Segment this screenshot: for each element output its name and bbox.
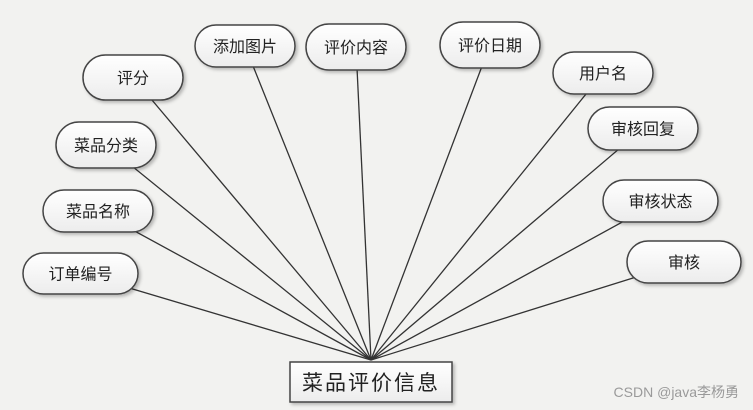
entity-box: 菜品评价信息 — [289, 361, 453, 403]
attribute-node: 评价内容 — [305, 23, 407, 71]
attribute-label: 菜品分类 — [74, 136, 138, 155]
attribute-label: 审核回复 — [611, 120, 675, 139]
attribute-ellipse — [22, 252, 139, 295]
attribute-ellipse — [602, 179, 719, 223]
watermark: CSDN @java李杨勇 — [613, 384, 739, 400]
connector-line — [105, 144, 372, 361]
attribute-ellipse — [552, 51, 654, 95]
attribute-label: 评分 — [117, 69, 149, 88]
attribute-ellipse — [305, 23, 407, 71]
attribute-ellipse — [439, 21, 541, 69]
attribute-label: 添加图片 — [213, 37, 277, 56]
attribute-node: 订单编号 — [22, 252, 139, 295]
attribute-label: 审核状态 — [628, 192, 692, 211]
attribute-node: 评价日期 — [439, 21, 541, 69]
attribute-node: 菜品分类 — [55, 121, 157, 169]
attribute-node: 评分 — [82, 54, 184, 101]
attribute-ellipse — [626, 240, 742, 284]
connector-line — [97, 210, 372, 361]
attribute-label: 评价内容 — [324, 38, 388, 57]
attribute-ellipse — [587, 106, 699, 151]
attribute-label: 评价日期 — [458, 36, 522, 55]
attribute-node: 审核状态 — [602, 179, 719, 223]
attribute-node: 审核回复 — [587, 106, 699, 151]
connector-line — [370, 128, 644, 361]
attribute-node: 菜品名称 — [42, 189, 154, 233]
attribute-ellipse — [55, 121, 157, 169]
entity-label: 菜品评价信息 — [302, 371, 440, 395]
attribute-node: 用户名 — [552, 51, 654, 95]
attribute-ellipse — [42, 189, 154, 233]
attribute-label: 订单编号 — [48, 265, 112, 284]
attribute-label: 菜品名称 — [66, 202, 130, 221]
connector-line — [244, 45, 372, 361]
attribute-label: 审核 — [668, 253, 700, 272]
attribute-ellipse — [194, 24, 296, 68]
connector-line — [355, 46, 372, 361]
connector-line — [370, 44, 491, 361]
connector-line — [370, 261, 685, 361]
attribute-node: 审核 — [626, 240, 742, 284]
attribute-node: 添加图片 — [194, 24, 296, 68]
attribute-label: 用户名 — [579, 64, 627, 83]
connector-line — [370, 200, 661, 361]
connector-line — [370, 72, 604, 361]
connector-line — [132, 77, 372, 361]
attribute-ellipse — [82, 54, 184, 101]
